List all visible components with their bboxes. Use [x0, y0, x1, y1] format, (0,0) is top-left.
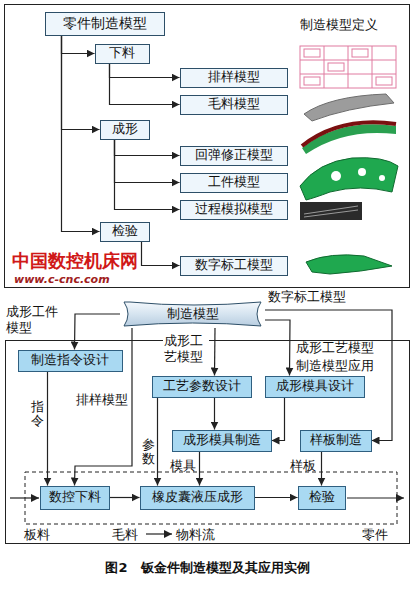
process-box: 排样模型 [180, 68, 288, 88]
connector [75, 314, 121, 350]
process-box: 数控下料 [40, 486, 110, 510]
box-label: 制造模型 [167, 307, 219, 321]
input-arrow [10, 497, 39, 498]
process-box: 工艺参数设计 [152, 376, 252, 398]
model-banner: 制造模型 [120, 300, 265, 328]
connector [214, 328, 216, 376]
connector [321, 452, 322, 486]
section-heading: 制造模型应用 [296, 357, 374, 375]
connector [110, 64, 180, 105]
process-box: 检验 [100, 222, 150, 242]
box-label: 回弹修正模型 [195, 148, 273, 162]
process-box: 回弹修正模型 [180, 146, 288, 166]
box-label: 工件模型 [208, 175, 260, 189]
part-label: 零件 [362, 527, 388, 543]
connector [157, 398, 158, 486]
edge-label: 模具 [170, 458, 196, 474]
connector [115, 140, 180, 183]
process-box: 成形模具设计 [265, 376, 365, 398]
process-box: 零件制造模型 [45, 12, 165, 36]
box-label: 下料 [109, 46, 135, 60]
digital-template [306, 255, 392, 274]
connector [142, 242, 180, 266]
connector [62, 36, 95, 54]
connector [265, 310, 392, 441]
box-label: 零件制造模型 [63, 16, 147, 31]
process-box: 橡皮囊液压成形 [140, 486, 255, 510]
material-flow-region [25, 472, 397, 524]
edge-label: 成形工艺模型 [163, 333, 209, 364]
process-box: 下料 [95, 44, 150, 64]
box-label: 排样模型 [208, 70, 260, 84]
connector [199, 452, 200, 486]
process-box: 制造指令设计 [18, 350, 123, 372]
connector [255, 497, 298, 498]
edge-label: 样板 [290, 458, 316, 474]
process-box: 毛料模型 [180, 95, 288, 115]
figure-caption: 图2 钣金件制造模型及其应用实例 [0, 560, 415, 576]
flow-legend-arrow [146, 533, 172, 534]
section-frame: 制造模型应用 制造指令设计工艺参数设计 成形模具设计成形模具制造 样板制造数控下料 橡皮… [5, 340, 410, 544]
springback-part [302, 122, 396, 154]
box-label: 制造指令设计 [31, 353, 109, 367]
simulation-model [300, 202, 362, 220]
edge-label: 成形工艺模型 [296, 340, 374, 356]
watermark-url: www.c-cnc.com [14, 273, 110, 286]
connector [214, 398, 215, 430]
connector [47, 372, 48, 486]
material-label: 板料 [24, 527, 50, 543]
process-box: 样板制造 [300, 430, 372, 452]
connector [110, 497, 140, 498]
material-label: 毛料 [112, 527, 138, 543]
watermark: 中国数控机床网 [12, 250, 138, 272]
edge-label: 排样模型 [76, 392, 128, 408]
nesting-layout [300, 46, 396, 88]
edge-label: 成形工件模型 [6, 304, 64, 335]
flow-label: 物料流 [176, 527, 215, 543]
process-box: 工件模型 [180, 173, 288, 193]
blank-part [304, 94, 394, 121]
workpiece [300, 158, 398, 200]
process-box: 数字标工模型 [180, 256, 288, 276]
box-label: 工艺参数设计 [163, 379, 241, 393]
box-label: 毛料模型 [208, 97, 260, 111]
process-box: 检验 [298, 486, 346, 510]
section-heading: 制造模型定义 [300, 16, 378, 34]
output-arrow [347, 497, 404, 498]
box-label: 橡皮囊液压成形 [152, 490, 243, 504]
connector [110, 64, 180, 78]
edge-label: 数字标工模型 [268, 289, 346, 305]
process-box: 成形 [100, 120, 150, 140]
process-box: 成形模具制造 [172, 430, 272, 452]
section-frame: 制造模型定义 零件制造模型下料排样模型毛料模型成形回弹修正模型工件模型过程模拟模型… [4, 4, 410, 288]
connector [265, 320, 290, 376]
connector [115, 140, 180, 156]
connector [272, 398, 285, 441]
box-label: 检验 [309, 490, 335, 504]
box-label: 成形模具设计 [276, 379, 354, 393]
box-label: 成形 [112, 122, 138, 136]
box-label: 成形模具制造 [183, 433, 261, 447]
edge-label: 参数 [142, 438, 155, 467]
connector [62, 36, 100, 232]
box-label: 数控下料 [49, 490, 101, 504]
process-box: 过程模拟模型 [180, 200, 288, 220]
box-label: 过程模拟模型 [195, 202, 273, 216]
box-label: 检验 [112, 224, 138, 238]
box-label: 样板制造 [310, 433, 362, 447]
connector [115, 140, 180, 210]
box-label: 数字标工模型 [195, 258, 273, 272]
edge-label: 指令 [31, 400, 44, 429]
